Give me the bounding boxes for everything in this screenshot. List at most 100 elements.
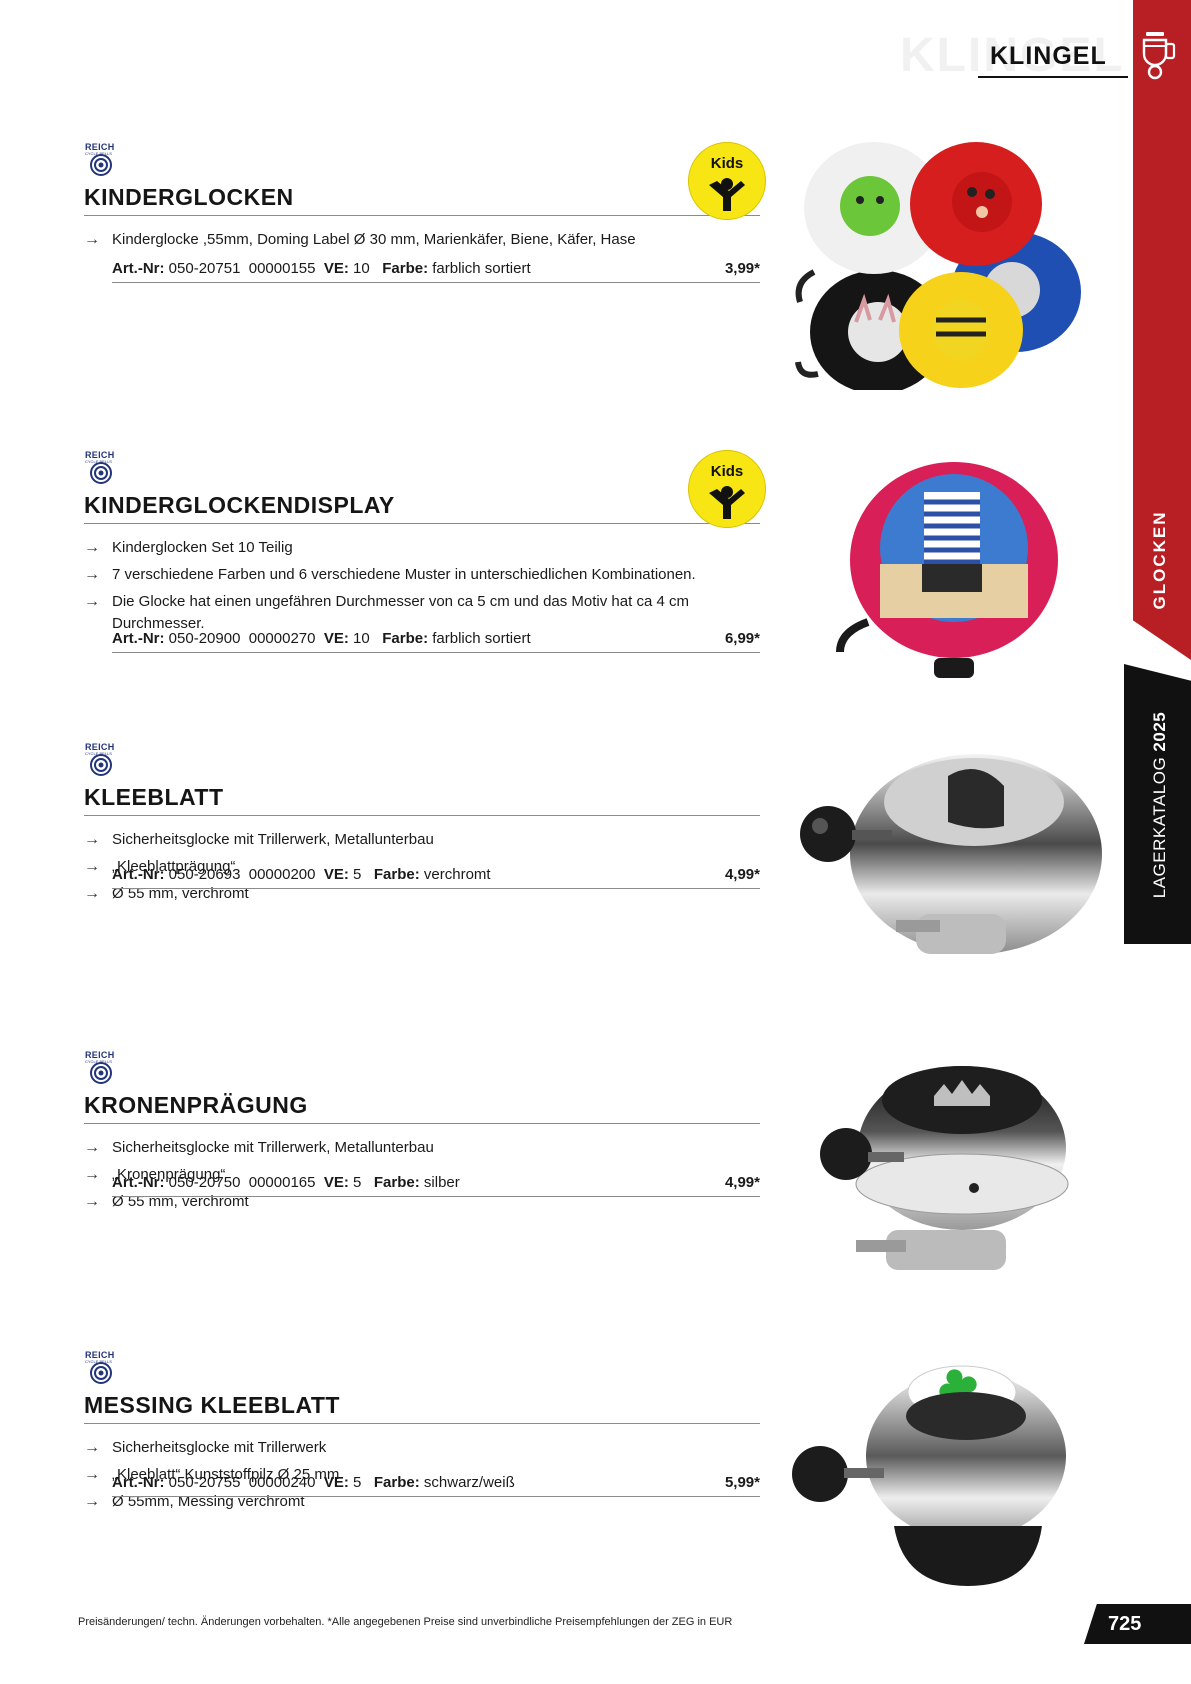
art-nr-label: Art.-Nr: <box>112 1474 165 1491</box>
arrow-right-icon: → <box>84 1493 100 1510</box>
price: 4,99* <box>724 866 760 883</box>
section-title: KLINGEL <box>990 42 1107 70</box>
sidebar-category-label: GLOCKEN <box>1150 510 1169 610</box>
ve-value: 10 <box>353 630 370 647</box>
kids-badge-label: Kids <box>710 463 744 480</box>
article-code: 00000200 <box>248 866 316 883</box>
arrow-right-icon: → <box>84 1166 100 1183</box>
ve-value: 5 <box>353 1174 362 1191</box>
arrow-right-icon: → <box>84 1193 100 1210</box>
feature-list: → Kinderglocken Set 10 Teilig →7 verschied… <box>84 537 724 640</box>
arrow-right-icon: → <box>84 1466 100 1483</box>
brand-name: REICH <box>85 1050 115 1060</box>
product-title: MESSING KLEEBLATT <box>84 1392 340 1418</box>
article-code: 00000155 <box>248 260 316 277</box>
art-nr-label: Art.-Nr: <box>112 260 165 277</box>
article-line: Art.-Nr: 050-20751 00000155 VE: 10 Farbe… <box>112 260 760 277</box>
brand-subline: CYCLE BELLS <box>85 1059 112 1064</box>
arrow-right-icon: → <box>84 1139 100 1156</box>
product-section: REICH CYCLE BELLS KLEEBLATT →Sicherheits… <box>0 742 1120 1042</box>
page-number-tab: 725 <box>1084 1604 1191 1644</box>
feature-text: Sicherheitsglocke mit Trillerwerk, Metal… <box>112 1139 434 1156</box>
header-underline <box>978 76 1128 78</box>
assorted-kids-bells-image <box>786 122 1096 394</box>
brand-name: REICH <box>85 450 115 460</box>
price: 4,99* <box>724 1174 760 1191</box>
feature-item: →„Kleeblattprägung“ <box>84 856 724 878</box>
art-nr-label: Art.-Nr: <box>112 866 165 883</box>
brand-name: REICH <box>85 1350 115 1360</box>
brand-logo: REICH CYCLE BELLS <box>84 1050 118 1084</box>
article-code: 00000270 <box>248 630 316 647</box>
brand-logo: REICH CYCLE BELLS <box>84 1350 118 1384</box>
title-divider <box>84 523 760 524</box>
feature-text: „Kronenprägung“ <box>112 1166 226 1183</box>
article-divider <box>112 652 760 653</box>
farbe-value: schwarz/weiß <box>423 1474 515 1491</box>
farbe-label: Farbe: <box>382 630 429 647</box>
chrome-clover-bell-image <box>786 744 1106 974</box>
product-title: KLEEBLATT <box>84 784 224 810</box>
arrow-right-icon: → <box>84 1439 100 1456</box>
ve-label: VE: <box>323 866 349 883</box>
farbe-value: farblich sortiert <box>432 630 531 647</box>
article-line: Art.-Nr: 050-20900 00000270 VE: 10 Farbe… <box>112 630 760 647</box>
pink-beach-chair-bell-image <box>826 452 1066 680</box>
feature-text: „Kleeblattprägung“ <box>112 858 236 875</box>
art-nr-value: 050-20900 <box>168 630 241 647</box>
art-nr-value: 050-20750 <box>168 1174 241 1191</box>
feature-list: → Sicherheitsglocke mit Trillerwerk, Meta… <box>84 1137 724 1218</box>
farbe-value: silber <box>423 1174 460 1191</box>
feature-item: →Ø 55 mm, verchromt <box>84 883 724 905</box>
ve-value: 5 <box>353 1474 362 1491</box>
feature-item: →Sicherheitsglocke mit Trillerwerk, Meta… <box>84 829 724 851</box>
arrow-right-icon: → <box>84 566 100 583</box>
price: 3,99* <box>724 260 760 277</box>
feature-item: →Ø 55mm, Messing verchromt <box>84 1491 724 1513</box>
ve-label: VE: <box>323 630 349 647</box>
price: 5,99* <box>724 1474 760 1491</box>
price: 6,99* <box>724 630 760 647</box>
arrow-right-icon: → <box>84 539 100 556</box>
product-section: REICH CYCLE BELLS KRONENPRÄGUNG →Sicherh… <box>0 1050 1120 1350</box>
ve-label: VE: <box>323 260 349 277</box>
footer-price-note: Preisänderungen/ techn. Änderungen vorbe… <box>78 1616 733 1628</box>
feature-text: Kinderglocke ,55mm, Doming Label Ø 30 mm… <box>112 231 636 248</box>
sidebar-catalog-tab <box>1124 664 1191 944</box>
art-nr-label: Art.-Nr: <box>112 630 165 647</box>
page-number: 725 <box>1108 1613 1142 1635</box>
arrow-right-icon: → <box>84 831 100 848</box>
art-nr-label: Art.-Nr: <box>112 1174 165 1191</box>
feature-item: → Sicherheitsglocke mit Trillerwerk <box>84 1437 724 1459</box>
art-nr-value: 050-20751 <box>168 260 241 277</box>
farbe-value: farblich sortiert <box>432 260 531 277</box>
article-line: Art.-Nr: 050-20693 00000200 VE: 5 Farbe:… <box>112 866 760 883</box>
feature-list: → Sicherheitsglocke mit Trillerwerk → „Klee… <box>84 1437 724 1518</box>
feature-list: →Sicherheitsglocke mit Trillerwerk, Meta… <box>84 829 724 910</box>
title-divider <box>84 1123 760 1124</box>
child-figure-icon <box>709 486 745 519</box>
feature-text: Ø 55 mm, verchromt <box>112 885 249 902</box>
product-section: REICH CYCLE BELLS KINDERGLOCKENDISPLAY K… <box>0 450 1120 750</box>
feature-text: „Kleeblatt“ Kunststoffpilz Ø 25 mm <box>112 1466 340 1483</box>
feature-text: Sicherheitsglocke mit Trillerwerk <box>112 1439 327 1456</box>
article-code: 00000165 <box>248 1174 316 1191</box>
chrome-crown-bell-image <box>796 1060 1086 1280</box>
brand-subline: CYCLE BELLS <box>85 151 112 156</box>
ve-label: VE: <box>323 1174 349 1191</box>
kids-badge: Kids <box>688 142 766 220</box>
art-nr-value: 050-20755 <box>168 1474 241 1491</box>
brand-subline: CYCLE BELLS <box>85 459 112 464</box>
feature-text: Kinderglocken Set 10 Teilig <box>112 539 293 556</box>
farbe-value: verchromt <box>423 866 491 883</box>
brand-subline: CYCLE BELLS <box>85 1359 112 1364</box>
feature-item: → Kinderglocke ,55mm, Doming Label Ø 30 m… <box>84 229 724 251</box>
ve-value: 5 <box>353 866 362 883</box>
feature-item: →7 verschiedene Farben und 6 verschieden… <box>84 564 724 586</box>
ve-value: 10 <box>353 260 370 277</box>
brand-name: REICH <box>85 142 115 152</box>
farbe-label: Farbe: <box>373 1174 420 1191</box>
arrow-right-icon: → <box>84 231 100 248</box>
feature-item: →Ø 55 mm, verchromt <box>84 1191 724 1213</box>
title-divider <box>84 1423 760 1424</box>
